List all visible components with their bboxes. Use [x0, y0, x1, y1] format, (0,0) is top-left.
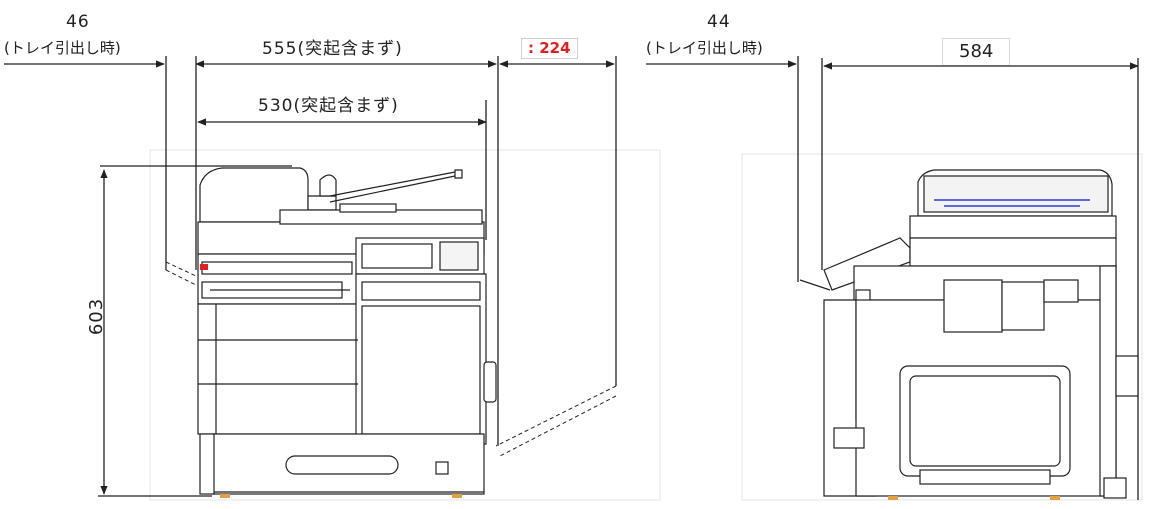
side-extension-label: : 224	[521, 38, 578, 59]
side-printer-body	[799, 169, 1139, 499]
front-body-width-label: 530(突起含まず)	[258, 96, 399, 116]
front-total-width-label: 555(突起含まず)	[262, 39, 403, 59]
side-feet	[888, 496, 1060, 500]
front-red-accent	[200, 264, 208, 270]
front-feet	[220, 494, 462, 498]
side-depth-label: 584	[942, 38, 1011, 66]
side-tray-note: (トレイ引出し時)	[646, 39, 763, 57]
front-tray-width-value: 46	[66, 12, 90, 32]
front-tray-note: (トレイ引出し時)	[4, 39, 121, 57]
front-printer-body	[197, 167, 497, 495]
side-tray-width-value: 44	[707, 12, 731, 32]
side-blue-details	[934, 199, 1090, 207]
